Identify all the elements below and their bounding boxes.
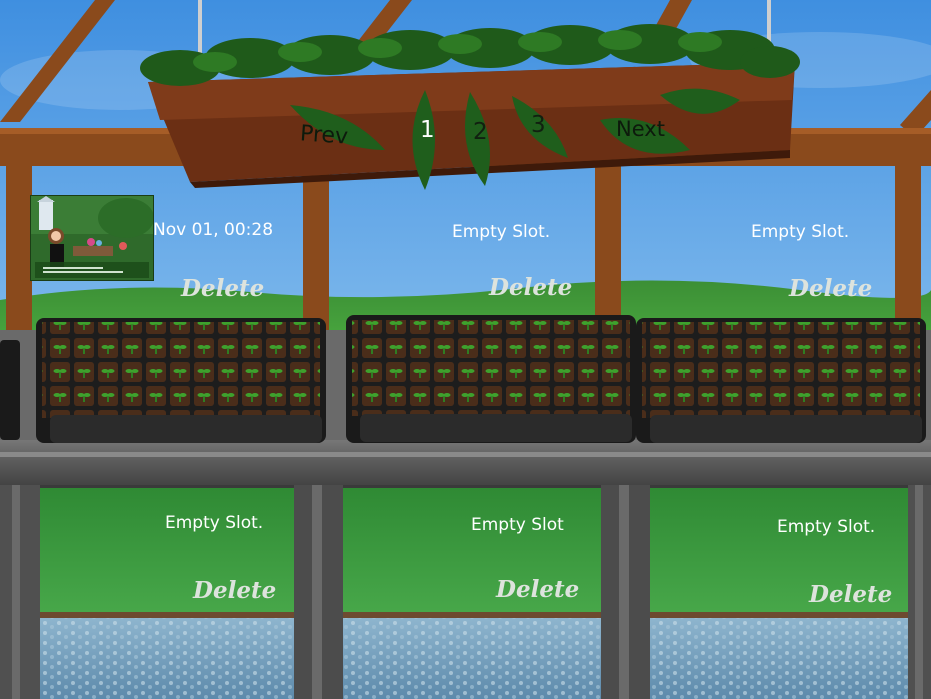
save-slot-4-label[interactable]: Empty Slot.: [165, 513, 264, 533]
save-slot-1-timestamp: Nov 01, 00:28: [153, 220, 274, 240]
save-slot-5-label[interactable]: Empty Slot: [471, 515, 564, 535]
page-2-button[interactable]: 2: [473, 119, 488, 145]
save-slot-1-thumbnail[interactable]: [30, 195, 154, 281]
delete-slot-6-button[interactable]: Delete: [809, 581, 893, 608]
delete-slot-1-button[interactable]: Delete: [181, 275, 265, 302]
page-3-button[interactable]: 3: [531, 112, 546, 138]
delete-slot-4-button[interactable]: Delete: [193, 577, 277, 604]
next-page-button[interactable]: Next: [616, 117, 665, 141]
page-1-button[interactable]: 1: [420, 117, 435, 143]
save-slot-2-label[interactable]: Empty Slot.: [452, 222, 551, 242]
delete-slot-3-button[interactable]: Delete: [789, 275, 873, 302]
delete-slot-5-button[interactable]: Delete: [496, 576, 580, 603]
delete-slot-2-button[interactable]: Delete: [489, 274, 573, 301]
save-screenshot-image: [31, 196, 153, 280]
prev-page-button[interactable]: Prev: [299, 121, 349, 150]
save-slot-6-label[interactable]: Empty Slot.: [777, 517, 876, 537]
save-slot-3-label[interactable]: Empty Slot.: [751, 222, 850, 242]
